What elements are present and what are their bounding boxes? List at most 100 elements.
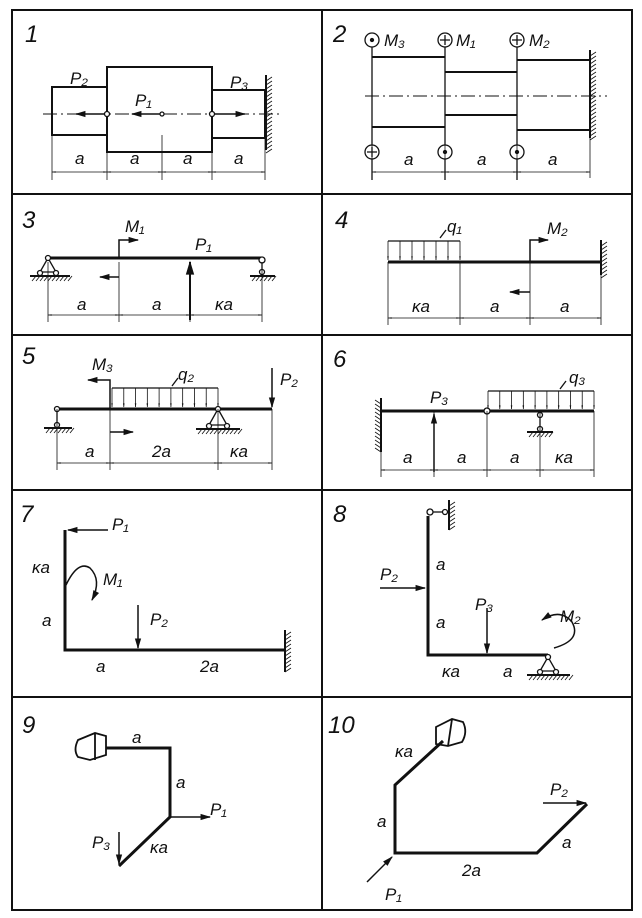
segment-label: a [96,657,105,676]
hatch-line [221,428,227,435]
label-m1: M₁ [456,31,476,50]
panel-9-spatial-frame: 9 P₁ P₃ a a κa [22,712,227,868]
panel-3-simple-beam: 3 M₁ P₁ a a κa [22,207,277,322]
dimension-line [56,409,273,470]
hatch-line [213,428,219,435]
dim-label: κa [230,442,248,461]
hatch-line [217,428,223,435]
hatch-line [589,75,597,81]
hatch-line [225,428,231,435]
hatch-line [197,428,203,435]
label-p3: P₃ [92,833,110,852]
fixed-wall-icon [448,500,456,531]
ground-icon [196,428,243,435]
hatch-line [540,674,546,681]
hatch-line [552,674,558,681]
panel-number: 1 [25,21,38,48]
segment-label: κa [32,558,50,577]
hatch-line [589,111,597,117]
moment-m2-icon [541,612,576,649]
hatch-line [69,427,75,434]
hatch-line [600,257,608,263]
hatch-line [43,275,49,282]
ground-icon [250,275,277,282]
hatch-line [35,275,41,282]
dim-label: a [560,297,569,316]
hatch-line [255,275,261,282]
hatch-line [600,273,608,279]
hatch-line [448,505,456,511]
hatch-line [265,124,273,130]
dim-label: a [130,149,139,168]
hatch-line [374,431,382,437]
hatch-line [59,275,65,282]
hatch-line [251,275,257,282]
hatch-line [265,132,273,138]
panel-8-frame: 8 P₂ P₃ M₂ a a κa a [333,500,581,681]
label-m2: M₂ [560,607,581,626]
hatch-line [528,674,534,681]
panel-10-spatial-frame: 10 P₂ P₁ κa a 2a a [328,712,589,904]
hatch-line [265,88,273,94]
hatch-line [589,107,597,113]
ground-icon [30,275,73,282]
segment-label: 2a [199,657,219,676]
label-m1: M₁ [125,217,145,236]
torque-plus-icon [509,32,525,48]
hatch-line [589,55,597,61]
hatch-line [55,275,61,282]
dim-label: 2a [151,442,171,461]
dim-label: a [404,150,413,169]
hatch-line [265,84,273,90]
hatch-line [589,131,597,137]
label-q3: q₃ [569,368,585,387]
hatch-line [589,119,597,125]
fixed-wall-icon [589,50,597,141]
hatch-line [265,148,273,154]
hatch-line [544,431,550,438]
hatch-line [589,79,597,85]
distributed-load-icon [487,390,595,410]
moment-m2-icon [529,236,550,262]
panel-number: 7 [20,501,35,528]
panel-4-cantilever: 4 q₁ M₂ κa a a [335,207,608,325]
segment-label: a [42,611,51,630]
hatch-line [265,104,273,110]
dimension-line [51,135,266,180]
dim-label: a [477,150,486,169]
label-p2: P₂ [150,610,168,629]
hatch-line [536,674,542,681]
hatch-line [209,428,215,435]
dimension-line [387,262,602,325]
dim-label: a [457,448,466,467]
hatch-line [47,275,53,282]
hatch-line [564,674,570,681]
hatch-line [265,96,273,102]
dim-label: κa [555,448,573,467]
panel-number: 8 [333,501,347,528]
hatch-line [568,674,574,681]
hatch-line [589,127,597,133]
fixed-block-icon [74,732,107,761]
panel-1-stepped-rod: 1 P₂ P₁ P₃ a a a a [25,21,283,180]
fixed-wall-icon [284,630,292,673]
hatch-line [448,501,456,507]
hatch-line [233,428,239,435]
hatch-line [448,521,456,527]
hatch-line [265,76,273,82]
panel-5-overhang-beam: 5 M₃ q₂ P₂ a 2a κa [22,343,298,470]
hatch-line [544,674,550,681]
hatch-line [263,275,269,282]
hatch-line [49,427,55,434]
hatch-line [589,63,597,69]
hatch-line [284,647,292,653]
hatch-line [45,427,51,434]
moment-m1-icon [118,236,140,258]
dim-label: κa [215,295,233,314]
label-p1: P₁ [112,515,129,534]
hatch-line [265,80,273,86]
label-p2: P₂ [70,69,88,88]
panel-7-frame: 7 P₁ M₁ P₂ κa a a 2a [20,501,292,676]
segment-label: a [132,728,141,747]
